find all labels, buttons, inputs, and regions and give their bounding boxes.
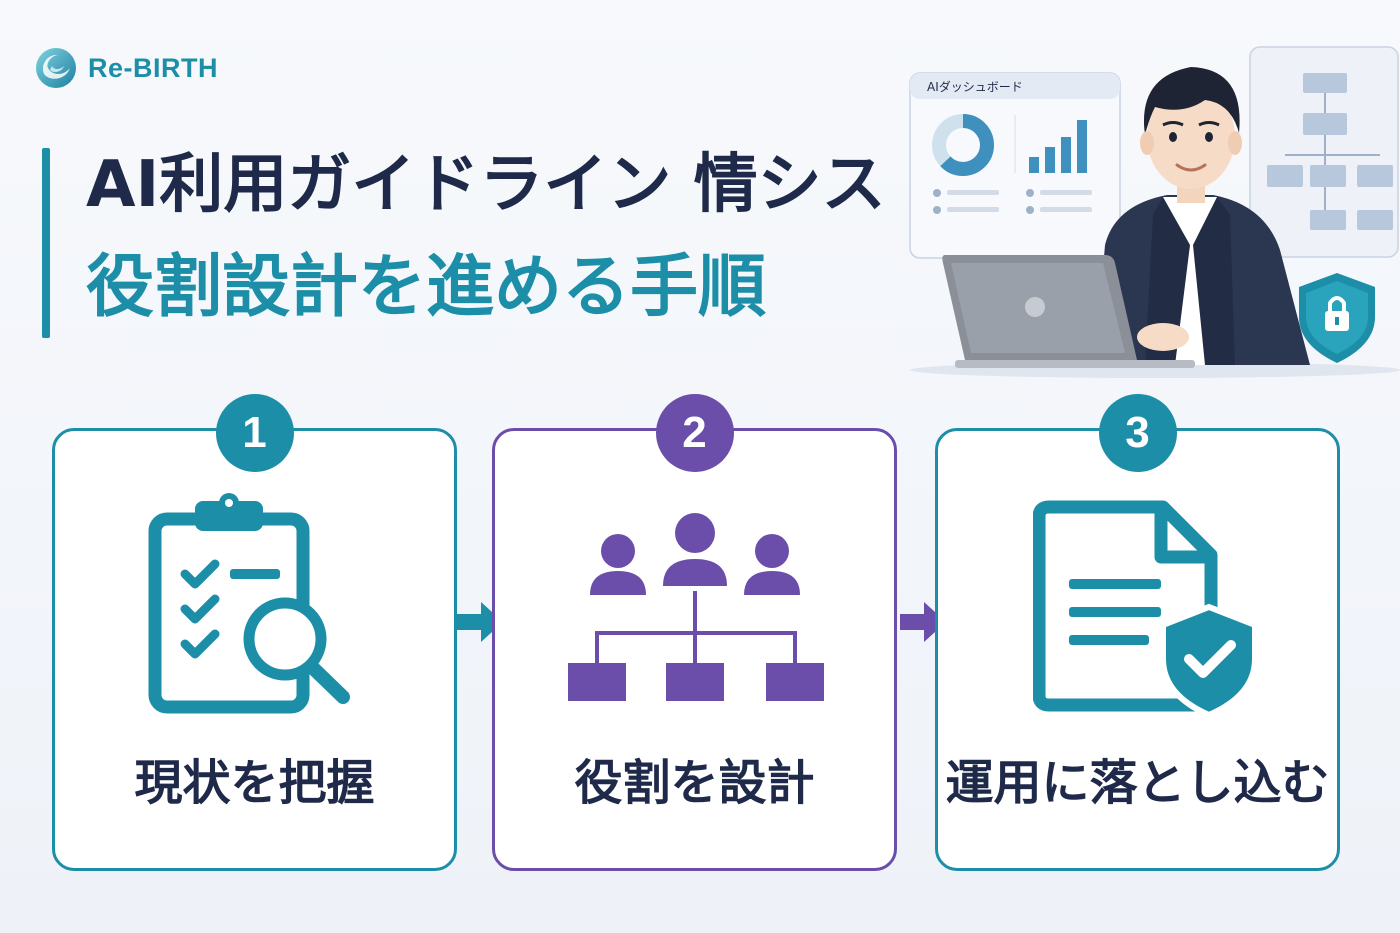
step-label: 現状を把握 <box>134 755 375 811</box>
arrow-right-icon <box>900 602 946 642</box>
step-number-badge: 2 <box>655 394 734 472</box>
lock-shield-icon <box>1299 273 1375 363</box>
step-card-3: 3 運用に落とし込む <box>935 394 1340 871</box>
logo-swirl-icon <box>36 48 76 88</box>
title-line-2: 役割設計を進める手順 <box>86 248 767 327</box>
hero-illustration: AIダッシュボード <box>909 46 1400 378</box>
step-label: 役割を設計 <box>574 755 815 811</box>
title-accent-bar <box>42 148 50 338</box>
person-illustration <box>1095 67 1310 365</box>
step-number-badge: 1 <box>215 394 294 472</box>
brand-logo: Re-BIRTH <box>34 46 218 90</box>
step-card-2: 2 役割を設計 <box>492 394 897 871</box>
step-card-1: 1 現状を把握 <box>52 394 457 871</box>
page-title: AI利用ガイドライン 情シス 役割設計を進める手順 <box>86 140 886 338</box>
clipboard-search-icon <box>148 493 350 714</box>
org-chart-icon <box>567 513 824 701</box>
step-label: 運用に落とし込む <box>945 755 1330 811</box>
arrow-right-icon <box>457 602 503 642</box>
laptop-illustration <box>942 255 1195 368</box>
flowchart-panel <box>1249 46 1399 258</box>
ai-dashboard-panel: AIダッシュボード <box>909 72 1121 259</box>
document-shield-icon <box>1032 500 1258 719</box>
brand-name: Re-BIRTH <box>88 52 218 83</box>
step-number-badge: 3 <box>1098 394 1177 472</box>
title-line-1: AI利用ガイドライン 情シス <box>86 148 886 222</box>
dashboard-title: AIダッシュボード <box>927 79 1023 94</box>
